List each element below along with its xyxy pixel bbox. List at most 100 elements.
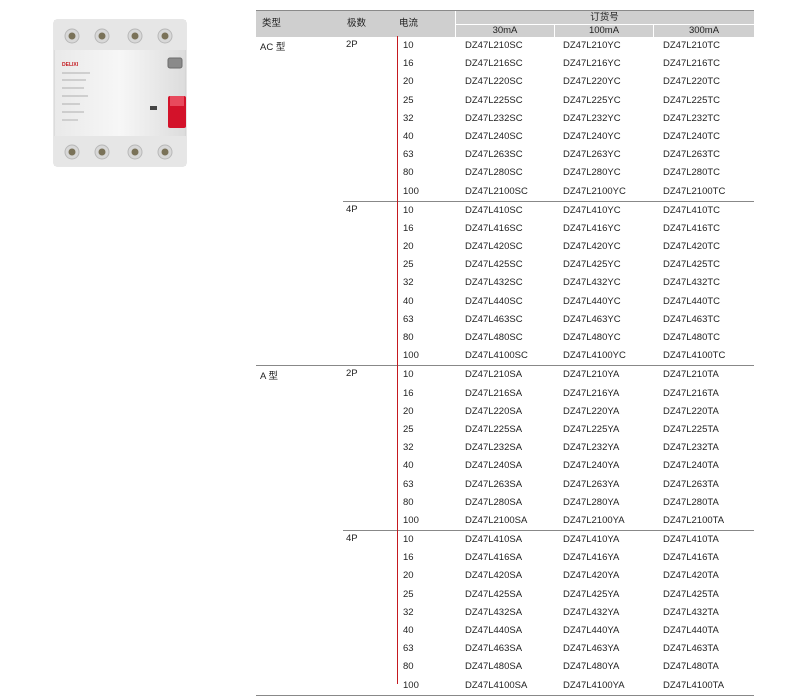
current-cell: 63 xyxy=(403,149,414,161)
order-300ma-cell: DZ47L410TA xyxy=(663,534,719,546)
current-cell: 10 xyxy=(403,369,414,381)
order-30ma-cell: DZ47L232SC xyxy=(465,112,523,124)
order-30ma-cell: DZ47L440SC xyxy=(465,295,523,307)
order-30ma-cell: DZ47L232SA xyxy=(465,442,523,454)
order-100ma-cell: DZ47L410YA xyxy=(563,534,620,546)
order-30ma-cell: DZ47L4100SA xyxy=(465,679,528,691)
order-300ma-cell: DZ47L2100TA xyxy=(663,514,725,526)
order-100ma-cell: DZ47L420YA xyxy=(563,570,620,582)
order-100ma-cell: DZ47L4100YC xyxy=(563,350,626,362)
order-100ma-cell: DZ47L432YC xyxy=(563,277,621,289)
order-30ma-cell: DZ47L263SC xyxy=(465,149,523,161)
current-cell: 32 xyxy=(403,442,414,454)
order-300ma-cell: DZ47L280TC xyxy=(663,167,721,179)
order-30ma-cell: DZ47L2100SA xyxy=(465,514,528,526)
header-type: 类型 xyxy=(262,18,282,29)
order-30ma-cell: DZ47L280SA xyxy=(465,496,523,508)
order-100ma-cell: DZ47L432YA xyxy=(563,606,620,618)
current-cell: 80 xyxy=(403,496,414,508)
order-300ma-cell: DZ47L4100TC xyxy=(663,350,726,362)
order-30ma-cell: DZ47L216SC xyxy=(465,58,523,70)
current-cell: 16 xyxy=(403,552,414,564)
current-cell: 25 xyxy=(403,259,414,271)
header-300ma: 300mA xyxy=(688,25,720,36)
order-100ma-cell: DZ47L220YC xyxy=(563,76,621,88)
order-100ma-cell: DZ47L210YA xyxy=(563,369,620,381)
order-30ma-cell: DZ47L410SC xyxy=(465,204,523,216)
pole-label: 2P xyxy=(346,368,358,380)
test-button-icon xyxy=(167,57,183,69)
order-300ma-cell: DZ47L416TC xyxy=(663,222,721,234)
brand-logo: DELIXI xyxy=(62,62,79,68)
type-label: AC 型 xyxy=(260,42,286,53)
order-100ma-cell: DZ47L425YA xyxy=(563,588,620,600)
order-100ma-cell: DZ47L463YA xyxy=(563,643,620,655)
current-cell: 32 xyxy=(403,112,414,124)
pole-label: 4P xyxy=(346,203,358,215)
order-300ma-cell: DZ47L210TC xyxy=(663,40,721,51)
order-100ma-cell: DZ47L480YC xyxy=(563,332,621,343)
order-30ma-cell: DZ47L216SA xyxy=(465,387,523,399)
order-30ma-cell: DZ47L225SC xyxy=(465,94,523,106)
order-300ma-cell: DZ47L440TA xyxy=(663,625,719,636)
order-100ma-cell: DZ47L240YA xyxy=(563,460,620,472)
order-300ma-cell: DZ47L425TC xyxy=(663,259,721,271)
order-300ma-cell: DZ47L4100TA xyxy=(663,679,725,691)
order-100ma-cell: DZ47L216YC xyxy=(563,58,621,70)
order-300ma-cell: DZ47L440TC xyxy=(663,295,721,307)
current-cell: 100 xyxy=(403,185,419,197)
header-100ma: 100mA xyxy=(588,25,620,36)
order-100ma-cell: DZ47L2100YC xyxy=(563,185,626,197)
order-300ma-cell: DZ47L263TC xyxy=(663,149,721,161)
order-30ma-cell: DZ47L425SC xyxy=(465,259,523,271)
current-cell: 40 xyxy=(403,460,414,472)
header-current: 电流 xyxy=(399,18,419,29)
type-label: A 型 xyxy=(260,371,278,383)
order-300ma-cell: DZ47L225TC xyxy=(663,94,721,106)
current-cell: 25 xyxy=(403,94,414,106)
order-300ma-cell: DZ47L416TA xyxy=(663,552,719,564)
order-100ma-cell: DZ47L263YC xyxy=(563,149,621,161)
header-poles: 极数 xyxy=(347,18,367,29)
current-cell: 16 xyxy=(403,222,414,234)
table-row: 63 DZ47L263SC DZ47L263YC DZ47L263TC xyxy=(343,146,754,164)
current-cell: 63 xyxy=(403,313,414,325)
table-row: 16 DZ47L416SA DZ47L416YA DZ47L416TA xyxy=(343,549,754,567)
table-row: 100 DZ47L4100SA DZ47L4100YA DZ47L4100TA xyxy=(343,677,754,695)
current-cell: 80 xyxy=(403,332,414,343)
order-100ma-cell: DZ47L220YA xyxy=(563,405,620,417)
order-100ma-cell: DZ47L4100YA xyxy=(563,679,625,691)
order-100ma-cell: DZ47L420YC xyxy=(563,241,621,253)
current-cell: 20 xyxy=(403,241,414,253)
current-cell: 32 xyxy=(403,277,414,289)
order-300ma-cell: DZ47L232TA xyxy=(663,442,719,454)
order-300ma-cell: DZ47L420TC xyxy=(663,241,721,253)
order-100ma-cell: DZ47L416YA xyxy=(563,552,620,564)
order-30ma-cell: DZ47L416SA xyxy=(465,552,523,564)
product-image: DELIXI xyxy=(53,19,187,167)
order-30ma-cell: DZ47L463SC xyxy=(465,313,523,325)
order-30ma-cell: DZ47L480SA xyxy=(465,661,523,673)
current-cell: 100 xyxy=(403,679,419,691)
current-cell: 20 xyxy=(403,76,414,88)
order-300ma-cell: DZ47L410TC xyxy=(663,204,721,216)
